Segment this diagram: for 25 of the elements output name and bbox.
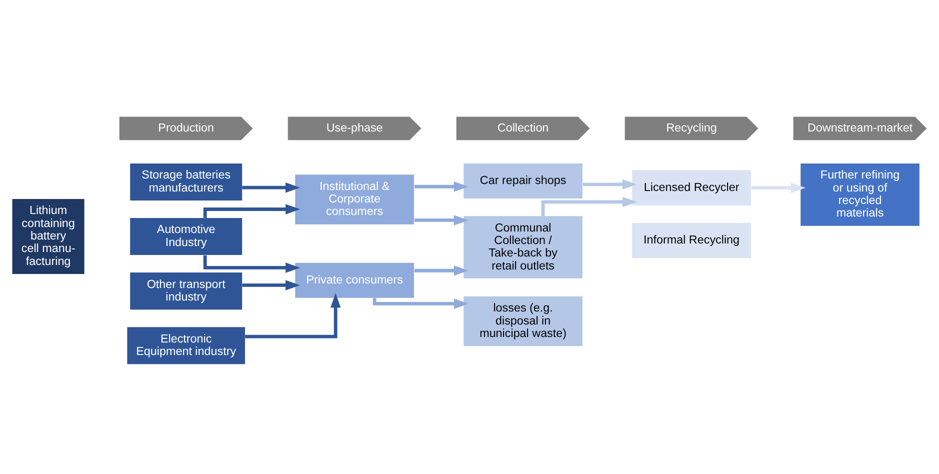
arrow [751,182,806,192]
arrow [414,214,469,225]
arrow [242,280,300,290]
node-box: Car repair shops [464,162,582,198]
arrow [203,254,300,272]
arrow [242,182,300,192]
arrow [414,180,469,192]
arrow [582,178,638,190]
node-box: Private consumers [295,262,414,298]
arrow [541,196,638,216]
node-box: Licensed Recycler [632,170,751,205]
node-box: Communal Collection / Take-back by retail outlets [464,216,582,278]
node-box: Other transport industry [130,272,242,310]
node-box: Lithium containing battery cell manu- facturing [12,198,84,274]
arrow [245,292,341,338]
node-box: Electronic Equipment industry [127,326,246,364]
node-box: Automotive Industry [130,218,242,255]
arrow [203,204,300,218]
arrow [414,264,469,276]
node-box: Informal Recycling [632,222,751,258]
arrow [372,298,469,308]
node-box: losses (e.g. disposal in municipal waste) [464,296,582,346]
node-box: Institutional & Corporate consumers [295,174,414,224]
node-box: Further refining or using of recycled materials [800,162,920,226]
node-box: Storage batteries manufacturers [130,162,242,200]
